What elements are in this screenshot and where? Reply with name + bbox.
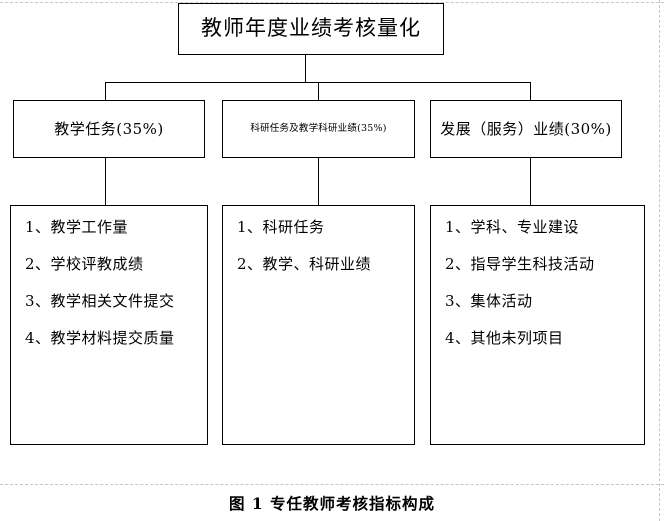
- list-item: 3、教学相关文件提交: [25, 292, 175, 310]
- root-box: 教师年度业绩考核量化: [178, 3, 444, 55]
- list-item: 1、学科、专业建设: [445, 218, 580, 236]
- root-box-label: 教师年度业绩考核量化: [201, 16, 421, 41]
- connector-cat3-to-list3: [530, 158, 531, 205]
- list-item: 2、指导学生科技活动: [445, 255, 595, 273]
- connector-root-down: [305, 55, 306, 82]
- list-item: 4、教学材料提交质量: [25, 329, 175, 347]
- category-box-3: 发展（服务）业绩(30%): [430, 100, 622, 158]
- list-item: 2、教学、科研业绩: [237, 255, 372, 273]
- list-item: 3、集体活动: [445, 292, 533, 310]
- page-guide-right: [659, 0, 660, 521]
- list-item: 1、科研任务: [237, 218, 325, 236]
- connector-cat2-to-list2: [318, 158, 319, 205]
- category-box-1: 教学任务(35%): [13, 100, 205, 158]
- list-item: 2、学校评教成绩: [25, 255, 144, 273]
- connector-bus-to-cat-1: [105, 82, 106, 100]
- page-guide-bottom: [0, 484, 664, 485]
- category-box-2: 科研任务及教学科研业绩(35%): [222, 100, 415, 158]
- category-box-1-label: 教学任务(35%): [54, 120, 164, 138]
- connector-bus-to-cat-2: [318, 82, 319, 100]
- category-box-3-label: 发展（服务）业绩(30%): [440, 120, 612, 138]
- connector-bus-to-cat-3: [530, 82, 531, 100]
- category-box-2-label: 科研任务及教学科研业绩(35%): [250, 123, 387, 135]
- list-item: 4、其他未列项目: [445, 329, 564, 347]
- detail-list-box-3: 1、学科、专业建设 2、指导学生科技活动 3、集体活动 4、其他未列项目: [430, 205, 645, 445]
- connector-cat1-to-list1: [105, 158, 106, 205]
- detail-list-box-2: 1、科研任务 2、教学、科研业绩: [222, 205, 415, 445]
- list-item: 1、教学工作量: [25, 218, 129, 236]
- page-guide-top: [0, 2, 664, 3]
- detail-list-box-1: 1、教学工作量 2、学校评教成绩 3、教学相关文件提交 4、教学材料提交质量: [10, 205, 208, 445]
- figure-caption: 图 1 专任教师考核指标构成: [228, 494, 436, 513]
